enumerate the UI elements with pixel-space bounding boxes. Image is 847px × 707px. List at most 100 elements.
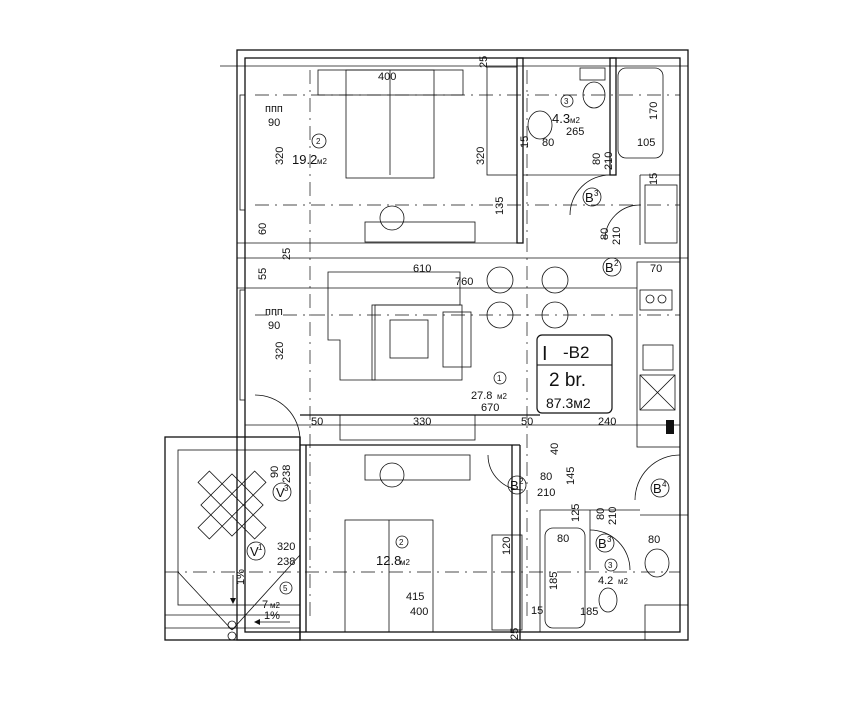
dimension: 415	[406, 591, 424, 603]
door-width: 80	[540, 471, 552, 483]
door-width: 80	[599, 228, 611, 240]
wardrobe-1	[486, 66, 518, 176]
window-note: ппп	[265, 103, 283, 115]
unit-code: -B2	[563, 343, 589, 362]
door-height: 238	[281, 465, 293, 483]
door-tag: В	[510, 478, 519, 493]
dimension: 135	[494, 197, 506, 215]
dimension: 25	[509, 628, 521, 640]
dimension: 320	[274, 147, 286, 165]
room-area: 4.2	[598, 575, 613, 587]
dimension: 185	[548, 572, 560, 590]
room-area: 7	[262, 599, 268, 611]
dimension: 60	[257, 223, 269, 235]
dimension: 240	[598, 416, 616, 428]
dimension: 610	[413, 263, 431, 275]
room-unit: м2	[270, 601, 281, 610]
dimension: 120	[501, 537, 513, 555]
door-sub: 2	[614, 259, 619, 268]
door-swings	[254, 174, 681, 571]
door-tag: В	[585, 190, 594, 205]
room-area: 12.8	[376, 553, 401, 568]
unit-rooms: 2 br.	[549, 370, 586, 391]
door-sub: 1	[258, 543, 263, 552]
dimension: 320	[475, 147, 487, 165]
door-width: 80	[591, 153, 603, 165]
door-sub: 3	[594, 189, 599, 198]
room-unit: м2	[618, 577, 629, 586]
door-height: 210	[537, 487, 555, 499]
door-tag: В	[653, 481, 662, 496]
door-width: 90	[269, 466, 281, 478]
dimension: 400	[410, 606, 428, 618]
dimension: 80	[557, 533, 569, 545]
door-width: 320	[277, 541, 295, 553]
room-number: 3	[564, 97, 569, 106]
dimension: 50	[311, 416, 323, 428]
door-tag: V	[250, 544, 259, 559]
wardrobe-3	[491, 534, 523, 631]
room-slope: 1%	[264, 610, 280, 622]
door-tag: В	[605, 260, 614, 275]
dimension: 105	[637, 137, 655, 149]
dimension: 320	[274, 342, 286, 360]
dimension: 80	[542, 137, 554, 149]
dimension: 125	[570, 504, 582, 522]
unit-floor: I	[542, 343, 548, 365]
axis-lines	[165, 70, 680, 620]
window-note: ппп	[265, 306, 283, 318]
room-area: 27.8	[471, 390, 492, 402]
unit-tag: I -B2 2 br. 87.3м2	[536, 334, 613, 414]
tv-unit	[339, 414, 476, 441]
toilet-1	[579, 67, 606, 81]
outer-walls	[164, 49, 689, 641]
door-height: 210	[603, 152, 615, 170]
room-number: 2	[399, 538, 404, 547]
room-unit: м2	[570, 116, 581, 125]
window-note: 90	[268, 320, 280, 332]
door-width: 80	[595, 508, 607, 520]
door-sub: 2	[519, 477, 524, 486]
dimension: 25	[281, 248, 293, 260]
dimension: 40	[549, 443, 561, 455]
room-number: 5	[283, 584, 288, 593]
room-unit: м2	[497, 392, 508, 401]
door-sub: 3	[607, 535, 612, 544]
dimension: 80	[648, 534, 660, 546]
bathtub-1	[617, 67, 664, 159]
dimension-labels: 25 400 320 135 320 15 80 265 105 170 15 …	[230, 56, 662, 640]
dimension: 1%	[235, 569, 247, 585]
room-area: 19.2	[292, 152, 317, 167]
dimension: 760	[455, 276, 473, 288]
dimension: 50	[521, 416, 533, 428]
room-unit: м2	[317, 157, 328, 166]
dimension: 15	[648, 173, 660, 185]
room-number: 2	[316, 137, 321, 146]
unit-area: 87.3м2	[546, 395, 591, 411]
door-height: 210	[607, 507, 619, 525]
dimension: 145	[565, 467, 577, 485]
room-number: 1	[497, 374, 502, 383]
door-tag: V	[276, 485, 285, 500]
door-tag: В	[598, 536, 607, 551]
room-area: 4.3	[552, 111, 570, 126]
dimension: 15	[531, 605, 543, 617]
door-sub: 4	[662, 480, 667, 489]
dimension: 400	[378, 71, 396, 83]
dimension: 25	[478, 56, 490, 68]
furniture	[197, 66, 678, 641]
bathtub-2	[544, 527, 586, 629]
room-unit: м2	[400, 558, 411, 567]
window-note: 90	[268, 117, 280, 129]
dimension: 265	[566, 126, 584, 138]
dimension: 170	[648, 102, 660, 120]
door-height: 210	[611, 227, 623, 245]
door-sub: 3	[284, 484, 289, 493]
wardrobe-2	[644, 184, 678, 244]
dimension: 15	[519, 136, 531, 148]
dimension: 70	[650, 263, 662, 275]
door-height: 238	[277, 556, 295, 568]
